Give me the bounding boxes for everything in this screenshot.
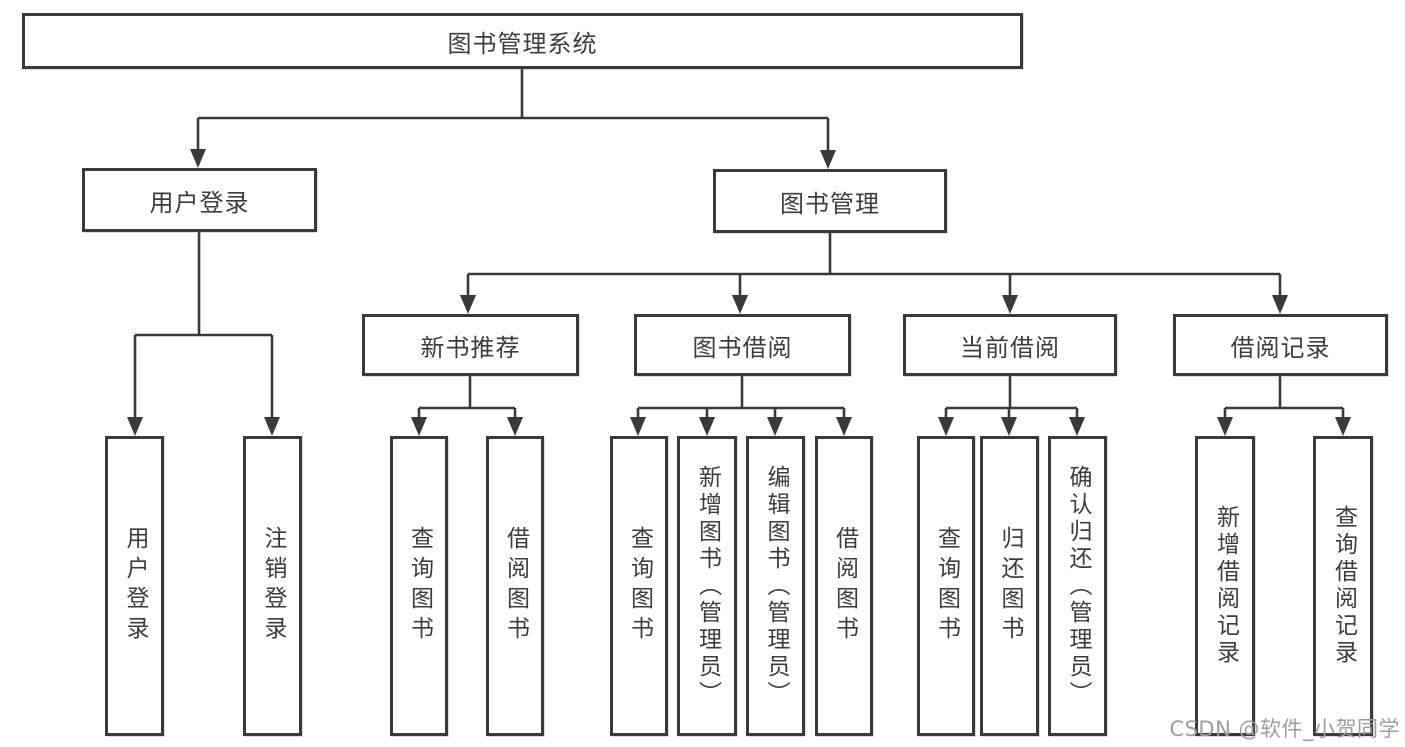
node-book-management: 图书管理 xyxy=(713,169,947,233)
leaf-query-books-borrow: 查询图书 xyxy=(610,436,668,736)
node-borrowing-records-label: 借阅记录 xyxy=(1230,333,1331,362)
leaf-edit-books-admin: 编辑图书（管理员） xyxy=(746,436,805,736)
leaf-borrow-books-recommend: 借阅图书 xyxy=(486,436,544,736)
leaf-edit-books-admin-label: 编辑图书（管理员） xyxy=(763,464,789,708)
leaf-query-books-current: 查询图书 xyxy=(917,436,975,736)
leaf-confirm-return-admin: 确认归还（管理员） xyxy=(1048,436,1107,736)
node-book-borrowing: 图书借阅 xyxy=(634,314,851,376)
leaf-confirm-return-admin-label: 确认归还（管理员） xyxy=(1065,464,1091,708)
leaf-query-borrow-record: 查询借阅记录 xyxy=(1313,436,1373,736)
csdn-watermark: CSDN @软件_小贺同学 xyxy=(1169,717,1400,741)
leaf-query-books-recommend: 查询图书 xyxy=(390,436,448,736)
leaf-add-borrow-record-label: 新增借阅记录 xyxy=(1212,505,1239,667)
leaf-return-books-label: 归还图书 xyxy=(997,526,1023,646)
leaf-query-books-current-label: 查询图书 xyxy=(933,526,960,646)
node-borrowing-records: 借阅记录 xyxy=(1173,314,1388,376)
leaf-borrow-books-recommend-label: 借阅图书 xyxy=(502,526,529,646)
leaf-borrow-books: 借阅图书 xyxy=(815,436,873,736)
node-new-book-recommendation: 新书推荐 xyxy=(362,314,579,376)
leaf-logout: 注销登录 xyxy=(243,436,302,736)
leaf-add-borrow-record: 新增借阅记录 xyxy=(1195,436,1255,736)
leaf-user-login: 用户登录 xyxy=(105,436,164,736)
node-library-system-label: 图书管理系统 xyxy=(447,29,598,58)
leaf-query-books-borrow-label: 查询图书 xyxy=(626,526,653,646)
leaf-query-books-recommend-label: 查询图书 xyxy=(406,526,433,646)
node-current-borrowing: 当前借阅 xyxy=(903,314,1117,376)
node-user-login-label: 用户登录 xyxy=(149,188,250,217)
node-library-system: 图书管理系统 xyxy=(22,13,1023,69)
leaf-user-login-label: 用户登录 xyxy=(122,526,148,646)
leaf-return-books: 归还图书 xyxy=(980,436,1039,736)
node-book-management-label: 图书管理 xyxy=(780,189,880,218)
node-book-borrowing-label: 图书借阅 xyxy=(692,333,793,362)
leaf-query-borrow-record-label: 查询借阅记录 xyxy=(1330,505,1357,667)
leaf-logout-label: 注销登录 xyxy=(260,526,286,646)
leaf-add-books-admin-label: 新增图书（管理员） xyxy=(694,464,721,708)
node-user-login: 用户登录 xyxy=(82,168,317,232)
leaf-add-books-admin: 新增图书（管理员） xyxy=(677,436,737,736)
node-current-borrowing-label: 当前借阅 xyxy=(960,333,1060,362)
node-new-book-recommendation-label: 新书推荐 xyxy=(420,333,521,362)
leaf-borrow-books-label: 借阅图书 xyxy=(831,526,858,646)
